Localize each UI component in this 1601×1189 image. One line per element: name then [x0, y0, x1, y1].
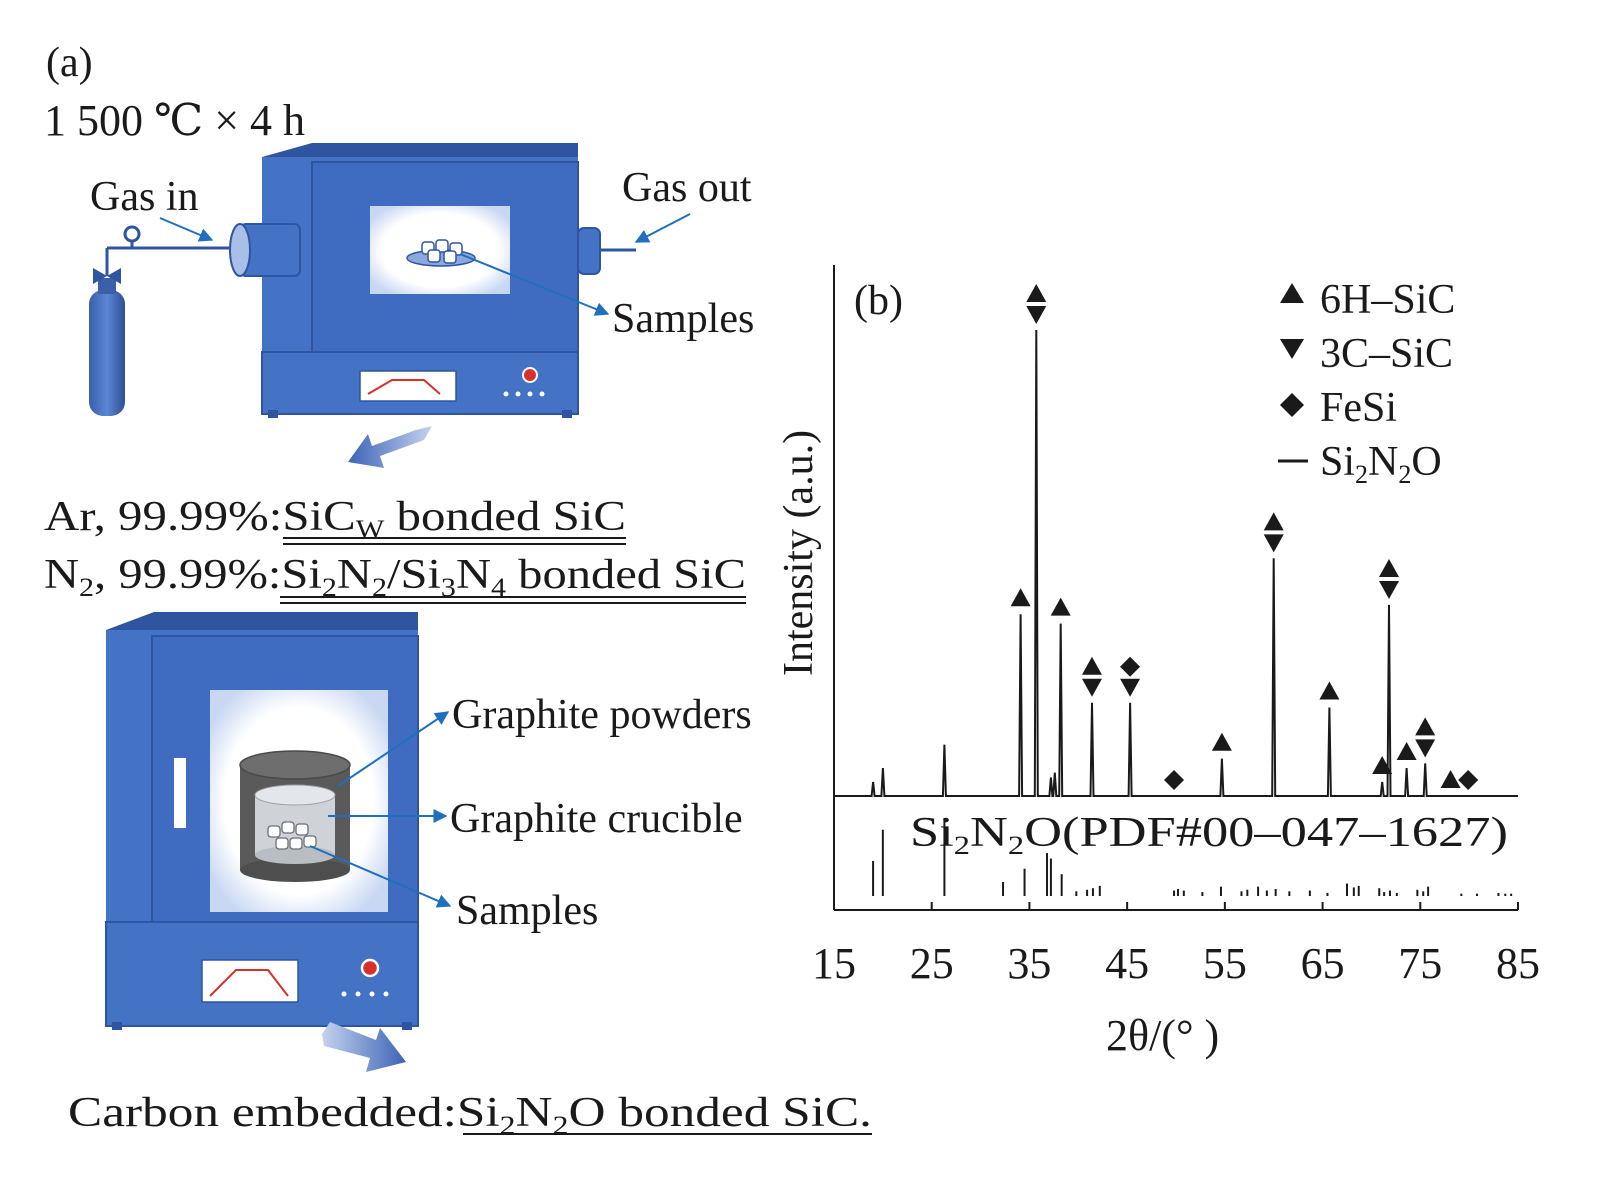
peak-marker-triangle-up [1026, 284, 1047, 302]
x-tick-label: 45 [1105, 939, 1149, 988]
samples-bottom-arrow [309, 845, 452, 908]
gas-in-label: Gas in [90, 174, 199, 220]
peak-marker-triangle-down [1379, 580, 1400, 599]
peak-marker-triangle-down [1415, 739, 1436, 758]
samples-top-arrow [459, 253, 610, 316]
flow-arrow-icon [348, 426, 432, 468]
x-tick-label: 35 [1007, 939, 1051, 988]
legend-triangle-down-icon [1280, 339, 1304, 359]
legend-triangle-up-icon [1280, 283, 1304, 303]
gas-cylinder-icon [89, 225, 232, 416]
samples-top-label: Samples [612, 296, 754, 342]
peak-marker-triangle-up [1211, 732, 1232, 751]
x-tick-label: 25 [910, 939, 954, 988]
graphite-crucible-icon [239, 750, 351, 882]
legend-diamond-icon [1280, 393, 1304, 417]
peak-marker-diamond [1120, 656, 1141, 677]
gas-out-label: Gas out [622, 165, 752, 211]
peak-marker-triangle-up [1050, 597, 1071, 616]
legend-label-fesi: FeSi [1320, 385, 1397, 431]
peak-marker-triangle-up [1415, 717, 1436, 736]
x-tick-label: 65 [1301, 939, 1345, 988]
gas-out-arrow [634, 213, 691, 243]
panel-b-label: (b) [854, 278, 903, 324]
peak-marker-triangle-up [1440, 770, 1461, 788]
tube-furnace-icon [229, 143, 636, 418]
peak-marker-triangle-down [1081, 678, 1102, 697]
gas-in-arrow [159, 217, 214, 242]
process-condition: 1 500 ℃ × 4 h [44, 96, 305, 145]
peak-marker-triangle-up [1010, 588, 1031, 607]
peak-marker-triangle-up [1372, 756, 1393, 775]
peak-marker-triangle-up [1081, 656, 1102, 675]
flow-arrow-2-icon [322, 1022, 406, 1072]
samples-bottom-label: Samples [456, 888, 598, 934]
peak-marker-triangle-up [1319, 681, 1340, 700]
legend-label-si2n2o: Si2N2O [1320, 439, 1442, 489]
peak-marker-diamond [1458, 770, 1479, 790]
y-axis-label: Intensity (a.u.) [776, 430, 822, 676]
xrd-pattern-line [834, 329, 1518, 797]
graphite-powders-arrow [337, 711, 450, 787]
graphite-powders-label: Graphite powders [452, 692, 752, 738]
x-tick-label: 85 [1496, 939, 1540, 988]
panel-a: (a) 1 500 ℃ × 4 h [44, 40, 872, 1140]
x-tick-label: 15 [812, 939, 856, 988]
x-tick-label: 75 [1398, 939, 1442, 988]
graphite-crucible-label: Graphite crucible [450, 796, 743, 842]
peak-marker-triangle-down [1263, 534, 1284, 553]
legend-label-6h: 6H–SiC [1320, 277, 1455, 323]
peak-marker-triangle-up [1396, 742, 1417, 761]
legend-label-3c: 3C–SiC [1320, 331, 1453, 377]
peak-marker-diamond [1164, 770, 1185, 790]
x-axis-label: 2θ/(° ) [1106, 1011, 1219, 1060]
peak-marker-triangle-up [1379, 558, 1400, 577]
legend: 6H–SiC 3C–SiC FeSi Si2N2O [1278, 277, 1455, 489]
panel-a-label: (a) [46, 40, 93, 86]
x-tick-label: 55 [1203, 939, 1247, 988]
peak-marker-triangle-up [1263, 512, 1284, 531]
peak-marker-triangle-down [1120, 678, 1141, 697]
peak-marker-triangle-down [1026, 306, 1047, 324]
